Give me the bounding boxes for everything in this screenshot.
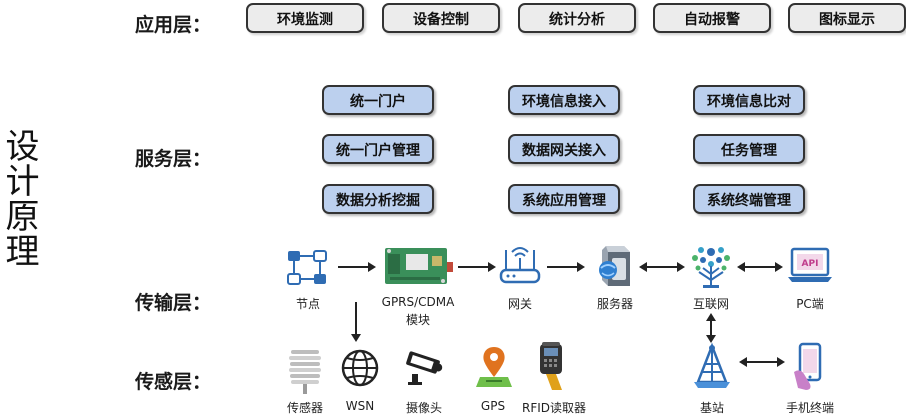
camera-caption: 摄像头 [405, 401, 442, 415]
pc-caption: PC端 [796, 297, 824, 311]
service-item-env-info-compare: 环境信息比对 [693, 85, 805, 115]
sensor-shelter-icon [289, 350, 321, 394]
server-caption: 服务器 [596, 297, 633, 311]
internet-caption: 互联网 [692, 297, 729, 311]
api-label: API [802, 259, 819, 269]
arrow-internet-pc [737, 262, 783, 272]
rfid-caption: RFID读取器 [521, 401, 587, 415]
internet-tree-icon [692, 247, 730, 288]
wsn-globe-icon [341, 349, 379, 387]
gateway-caption: 网关 [507, 297, 532, 311]
camera-icon [406, 351, 443, 385]
application-layer-label: 应用层： [135, 14, 212, 36]
app-item-chart-display: 图标显示 [788, 3, 906, 33]
gps-map-pin-icon [476, 347, 512, 387]
app-item-statistical-analysis: 统计分析 [518, 3, 636, 33]
service-item-unified-portal: 统一门户 [322, 85, 434, 115]
service-item-env-info-access: 环境信息接入 [508, 85, 620, 115]
pc-laptop-icon: API [788, 247, 832, 282]
gps-caption: GPS [480, 399, 506, 413]
node-caption: 节点 [295, 297, 320, 311]
app-item-environment-monitoring: 环境监测 [246, 3, 364, 33]
design-principle-title: 设计原理 [0, 128, 39, 268]
service-item-task-management: 任务管理 [693, 134, 805, 164]
arrow-gprs-to-gateway [458, 262, 496, 272]
service-item-data-gateway-access: 数据网关接入 [508, 134, 620, 164]
rfid-reader-icon [540, 342, 562, 390]
gateway-router-icon [499, 247, 541, 284]
arrow-server-internet [639, 262, 685, 272]
arrow-gateway-to-server [547, 262, 585, 272]
service-item-portal-management: 统一门户管理 [322, 134, 434, 164]
app-item-device-control: 设备控制 [382, 3, 500, 33]
arrow-node-to-gprs [338, 262, 376, 272]
arrow-internet-basestation [706, 313, 716, 343]
mobile-phone-icon [794, 342, 822, 390]
service-item-app-management: 系统应用管理 [508, 184, 620, 214]
base-station-icon [694, 342, 730, 388]
service-item-data-mining: 数据分析挖掘 [322, 184, 434, 214]
sensor-caption: 传感器 [286, 401, 323, 415]
gprs-caption: GPRS/CDMA [381, 295, 455, 309]
gprs-subcaption: 模块 [405, 313, 430, 327]
base-station-caption: 基站 [699, 401, 724, 415]
wsn-caption: WSN [345, 399, 375, 413]
gprs-module-icon [385, 248, 453, 284]
server-icon [599, 246, 630, 286]
transport-layer-label: 传输层： [135, 292, 212, 314]
service-layer-label: 服务层： [135, 148, 212, 170]
mobile-caption: 手机终端 [785, 401, 834, 415]
app-item-auto-alarm: 自动报警 [653, 3, 771, 33]
node-network-icon [287, 250, 327, 285]
arrow-basestation-mobile [739, 357, 785, 367]
service-item-terminal-management: 系统终端管理 [693, 184, 805, 214]
arrow-gprs-to-wsn [351, 302, 361, 342]
sensing-layer-label: 传感层： [135, 371, 212, 393]
